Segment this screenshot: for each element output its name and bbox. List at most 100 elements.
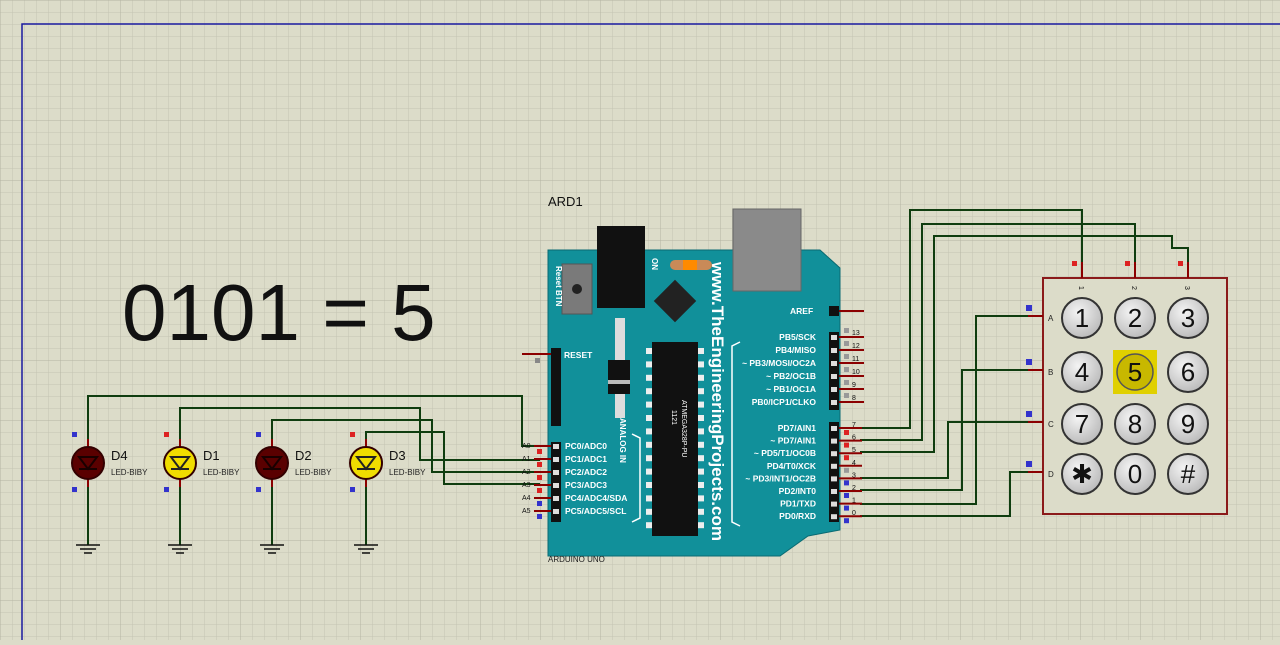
chip-pin: [646, 388, 652, 395]
portd-pin-label: ~ PD3/INT1/OC2B: [745, 473, 816, 483]
chip-pin: [698, 388, 704, 395]
arduino-uno-board[interactable]: ARD1 ARDUINO UNO Reset BTN ON ANALOG IN …: [522, 194, 864, 564]
portd-pin-label: PD7/AIN1: [778, 423, 817, 433]
pin-state-marker: [537, 449, 542, 454]
chip-pins: [646, 348, 704, 529]
keypad-column-label: 2: [1130, 286, 1137, 290]
portd-pin-label: PD2/INT0: [779, 486, 817, 496]
key-label: 3: [1181, 303, 1195, 333]
portb-header-hole: [831, 400, 837, 405]
analog-pin-label: PC3/ADC3: [565, 480, 607, 490]
reset-btn-label: Reset BTN: [554, 266, 563, 307]
key-2[interactable]: 2: [1114, 297, 1156, 339]
key-label: 1: [1075, 303, 1089, 333]
pin-state-marker: [72, 432, 77, 437]
led-part-label: LED-BIBY: [389, 468, 426, 477]
key-0[interactable]: 0: [1114, 453, 1156, 495]
diode-lead-top: [615, 318, 625, 360]
analog-pin-label: PC0/ADC0: [565, 441, 607, 451]
key-5[interactable]: 5: [1113, 350, 1157, 394]
pin-state-marker: [844, 328, 849, 333]
pin-state-marker: [1026, 461, 1032, 467]
key-4[interactable]: 4: [1061, 351, 1103, 393]
portb-header-hole: [831, 335, 837, 340]
chip-pin: [646, 455, 652, 462]
key-1[interactable]: 1: [1061, 297, 1103, 339]
keypad-column-label: 3: [1183, 286, 1190, 290]
chip-pin: [646, 348, 652, 354]
pin-state-marker: [1026, 359, 1032, 365]
analog-pin-label: PC5/ADC5/SCL: [565, 506, 626, 516]
usb-connector: [732, 208, 802, 292]
keypad-row-label: D: [1048, 470, 1054, 479]
portb-header-hole: [831, 387, 837, 392]
portd-pin-number: 3: [852, 472, 856, 479]
analog-pin-label: PC2/ADC2: [565, 467, 607, 477]
key-label: 9: [1181, 409, 1195, 439]
reset-pin-label: RESET: [564, 350, 593, 360]
reset-button-knob: [572, 284, 582, 294]
key-8[interactable]: 8: [1114, 403, 1156, 445]
portd-pin-number: 6: [852, 435, 856, 442]
chip-pin: [646, 428, 652, 435]
portd-header-hole: [831, 451, 837, 457]
analog-header-hole: [553, 496, 559, 501]
chip-code: 1121: [670, 410, 677, 425]
chip-pin: [698, 441, 704, 448]
pin-state-marker: [844, 367, 849, 372]
key-cap: [1114, 403, 1156, 445]
keypad-row-label: A: [1048, 314, 1054, 323]
analog-pin-number: A1: [522, 456, 531, 463]
portd-pin-number: 2: [852, 485, 856, 492]
key-9[interactable]: 9: [1167, 403, 1209, 445]
keypad-column-label: 1: [1077, 286, 1084, 290]
pin-state-marker: [537, 462, 542, 467]
pin-state-marker: [1026, 411, 1032, 417]
led-ref-label: D1: [203, 448, 220, 463]
pin-state-marker: [844, 393, 849, 398]
led-body: [163, 446, 197, 480]
key-7[interactable]: 7: [1061, 403, 1103, 445]
power-header: [551, 348, 561, 426]
chip-pin: [698, 361, 704, 368]
chip-pin: [646, 441, 652, 448]
key-hash[interactable]: #: [1167, 453, 1209, 495]
pin-state-marker: [844, 354, 849, 359]
power-led-core: [683, 260, 697, 270]
key-cap: [1167, 453, 1209, 495]
portd-pin-number: 7: [852, 422, 856, 429]
chip-pin: [646, 415, 652, 421]
portb-pin-number: 8: [852, 395, 856, 402]
chip-pin: [646, 374, 652, 381]
website-label: www.TheEngineeringProjects.com: [708, 261, 727, 541]
portb-header-hole: [831, 348, 837, 353]
pin-state-marker: [844, 493, 849, 498]
pin-state-marker: [844, 480, 849, 486]
portd-pin-number: 5: [852, 447, 856, 454]
pin-state-marker: [256, 432, 261, 437]
portd-pin-label: ~ PD7/AIN1: [770, 436, 816, 446]
portb-pin-number: 12: [852, 343, 860, 350]
key-label: 7: [1075, 409, 1089, 439]
chip-pin: [646, 495, 652, 502]
chip-pin: [698, 401, 704, 408]
key-star[interactable]: ✱: [1061, 453, 1103, 495]
portd-header-hole: [831, 438, 837, 444]
pin-state-marker: [844, 380, 849, 385]
analog-pin-label: PC1/ADC1: [565, 454, 607, 464]
key-3[interactable]: 3: [1167, 297, 1209, 339]
key-cap: [1167, 403, 1209, 445]
pin-state-marker: [537, 475, 542, 480]
key-cap: [1061, 351, 1103, 393]
key-6[interactable]: 6: [1167, 351, 1209, 393]
key-label: 4: [1075, 357, 1089, 387]
